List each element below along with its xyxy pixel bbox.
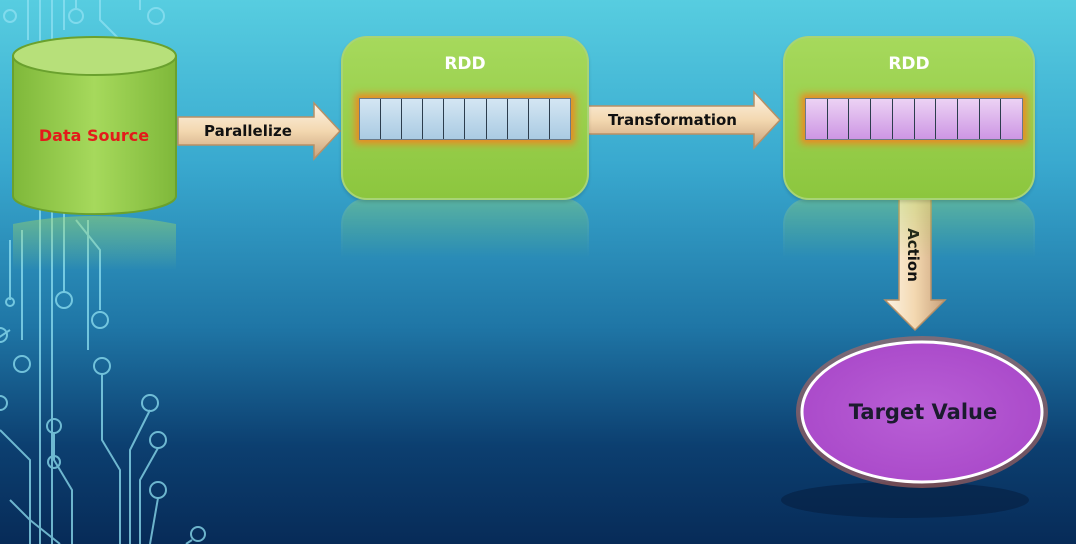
data-source-label: Data Source <box>38 126 150 145</box>
parallelize-label: Parallelize <box>204 122 292 140</box>
rdd-partitions-2 <box>805 98 1023 140</box>
partition-cell <box>360 99 382 139</box>
partition-cell <box>529 99 550 139</box>
rdd-title-1: RDD <box>444 54 486 74</box>
partition-cell <box>487 99 508 139</box>
partition-cell <box>849 99 872 139</box>
partition-cell <box>381 99 403 139</box>
partition-cell <box>871 99 893 139</box>
partition-cell <box>915 99 937 139</box>
partition-cell <box>980 99 1002 139</box>
action-arrow <box>883 197 947 332</box>
rdd-title-2: RDD <box>888 54 930 74</box>
partition-cell <box>423 99 445 139</box>
rdd-partitions-1 <box>359 98 571 140</box>
rdd-box-2-reflection <box>783 198 1035 258</box>
partition-cell <box>465 99 487 139</box>
transformation-label: Transformation <box>608 111 737 129</box>
partition-cell <box>550 99 570 139</box>
partition-cell <box>806 99 828 139</box>
partition-cell <box>936 99 958 139</box>
rdd-box-2: RDD <box>783 36 1035 200</box>
target-value-ellipse <box>800 340 1044 484</box>
rdd-box-1: RDD <box>341 36 589 200</box>
partition-cell <box>958 99 980 139</box>
partition-cell <box>444 99 466 139</box>
rdd-box-1-reflection <box>341 198 589 258</box>
target-value-label: Target Value <box>848 400 998 424</box>
parallelize-arrow <box>177 101 342 161</box>
partition-cell <box>828 99 850 139</box>
partition-cell <box>1001 99 1022 139</box>
partition-cell <box>402 99 424 139</box>
partition-cell <box>508 99 529 139</box>
transformation-arrow <box>587 90 782 150</box>
partition-cell <box>893 99 915 139</box>
